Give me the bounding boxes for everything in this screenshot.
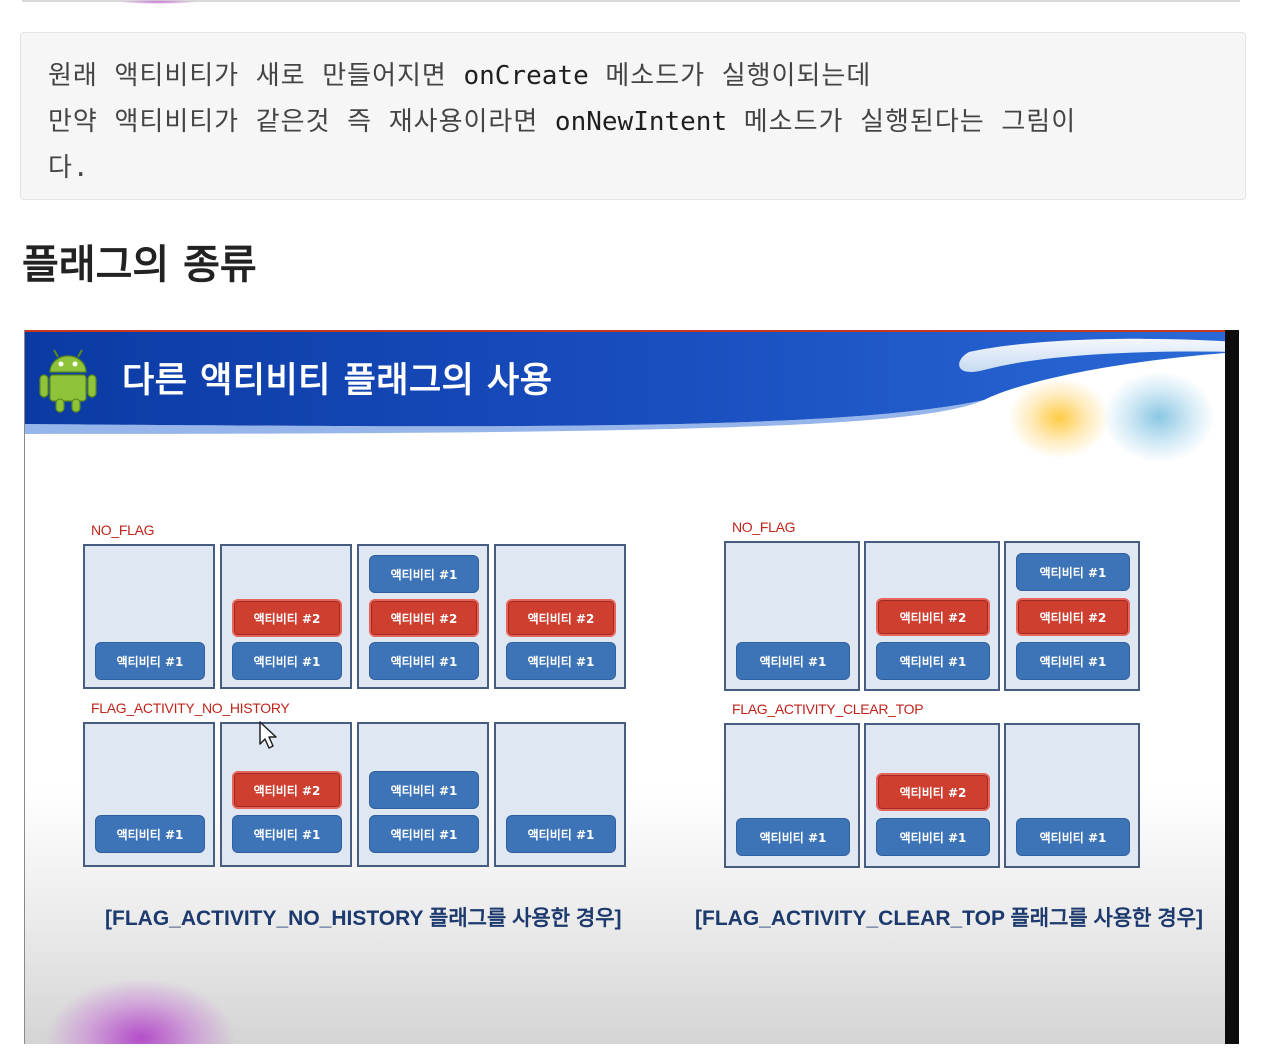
stack-panel: 액티비티 #1 [724, 541, 860, 691]
code-block: 원래 액티비티가 새로 만들어지면 onCreate 메소드가 실행이되는데 만… [20, 32, 1246, 200]
stack-panel: 액티비티 #2 액티비티 #1 [864, 723, 1000, 868]
activity-2-box: 액티비티 #2 [232, 599, 342, 637]
activity-1-box: 액티비티 #1 [1016, 818, 1130, 856]
stack-panel: 액티비티 #1 액티비티 #2 액티비티 #1 [357, 544, 489, 689]
activity-2-box: 액티비티 #2 [876, 773, 990, 811]
code-line-1: 원래 액티비티가 새로 만들어지면 onCreate 메소드가 실행이되는데 [48, 55, 871, 92]
activity-1-box: 액티비티 #1 [95, 642, 205, 680]
top-divider [22, 0, 1240, 2]
top-decoration [118, 0, 198, 4]
stack-panel: 액티비티 #1 [1004, 723, 1140, 868]
activity-1-box: 액티비티 #1 [232, 642, 342, 680]
activity-1-box: 액티비티 #1 [369, 815, 479, 853]
activity-2-box: 액티비티 #2 [232, 771, 342, 809]
activity-1-box: 액티비티 #1 [369, 555, 479, 593]
label-no-flag-left: NO_FLAG [91, 522, 155, 538]
activity-2-box: 액티비티 #2 [1016, 598, 1130, 636]
stack-panel: 액티비티 #2 액티비티 #1 [494, 544, 626, 689]
activity-1-box: 액티비티 #1 [736, 642, 850, 680]
stack-panel: 액티비티 #2 액티비티 #1 [864, 541, 1000, 691]
code-keyword: onCreate [463, 61, 589, 91]
label-clear-top: FLAG_ACTIVITY_CLEAR_TOP [732, 701, 924, 717]
caption-no-history: [FLAG_ACTIVITY_NO_HISTORY 플래그를 사용한 경우] [105, 907, 622, 930]
code-text: 원래 액티비티가 새로 만들어지면 [48, 61, 464, 91]
label-no-flag-right: NO_FLAG [732, 519, 796, 535]
stack-panel: 액티비티 #2 액티비티 #1 [220, 544, 352, 689]
stack-panel: 액티비티 #1 [724, 723, 860, 868]
activity-1-box: 액티비티 #1 [506, 815, 616, 853]
stack-panel: 액티비티 #1 [83, 544, 215, 689]
activity-1-box: 액티비티 #1 [232, 815, 342, 853]
decorative-glow-blue [1104, 372, 1214, 462]
activity-1-box: 액티비티 #1 [95, 815, 205, 853]
section-heading: 플래그의 종류 [22, 242, 257, 288]
activity-1-box: 액티비티 #1 [1016, 642, 1130, 680]
slide-right-edge [1225, 330, 1239, 1044]
decorative-glow-purple [46, 978, 236, 1044]
slide-title: 다른 액티비티 플래그의 사용 [122, 361, 553, 401]
stack-panel: 액티비티 #1 [494, 722, 626, 867]
slide-image: 다른 액티비티 플래그의 사용 NO_FLAG 액티비티 #1 액티비티 #2 … [24, 330, 1239, 1044]
code-keyword: onNewIntent [554, 107, 728, 137]
android-robot-icon [39, 349, 97, 413]
activity-2-box: 액티비티 #2 [876, 598, 990, 636]
stack-panel: 액티비티 #1 [83, 722, 215, 867]
caption-clear-top: [FLAG_ACTIVITY_CLEAR_TOP 플래그를 사용한 경우] [695, 907, 1203, 930]
activity-2-box: 액티비티 #2 [369, 599, 479, 637]
code-line-2: 만약 액티비티가 같은것 즉 재사용이라면 onNewIntent 메소드가 실… [48, 101, 1076, 138]
activity-1-box: 액티비티 #1 [876, 642, 990, 680]
slide-left-edge [24, 330, 25, 1044]
slide-header-band [24, 330, 1239, 434]
code-text: 메소드가 실행이되는데 [588, 61, 872, 91]
activity-1-box: 액티비티 #1 [736, 818, 850, 856]
code-text: 다. [48, 153, 90, 183]
stack-panel: 액티비티 #2 액티비티 #1 [220, 722, 352, 867]
activity-1-box: 액티비티 #1 [876, 818, 990, 856]
code-line-3: 다. [48, 147, 90, 184]
code-text: 만약 액티비티가 같은것 즉 재사용이라면 [48, 107, 555, 137]
mouse-pointer-icon [259, 721, 277, 749]
stack-panel: 액티비티 #1 액티비티 #2 액티비티 #1 [1004, 541, 1140, 691]
activity-1-box: 액티비티 #1 [369, 642, 479, 680]
stack-panel: 액티비티 #1 액티비티 #1 [357, 722, 489, 867]
activity-2-box: 액티비티 #2 [506, 599, 616, 637]
code-text: 메소드가 실행된다는 그림이 [727, 107, 1077, 137]
label-no-history: FLAG_ACTIVITY_NO_HISTORY [91, 700, 290, 716]
activity-1-box: 액티비티 #1 [506, 642, 616, 680]
activity-1-box: 액티비티 #1 [369, 771, 479, 809]
activity-1-box: 액티비티 #1 [1016, 553, 1130, 591]
decorative-glow-yellow [1009, 378, 1109, 458]
